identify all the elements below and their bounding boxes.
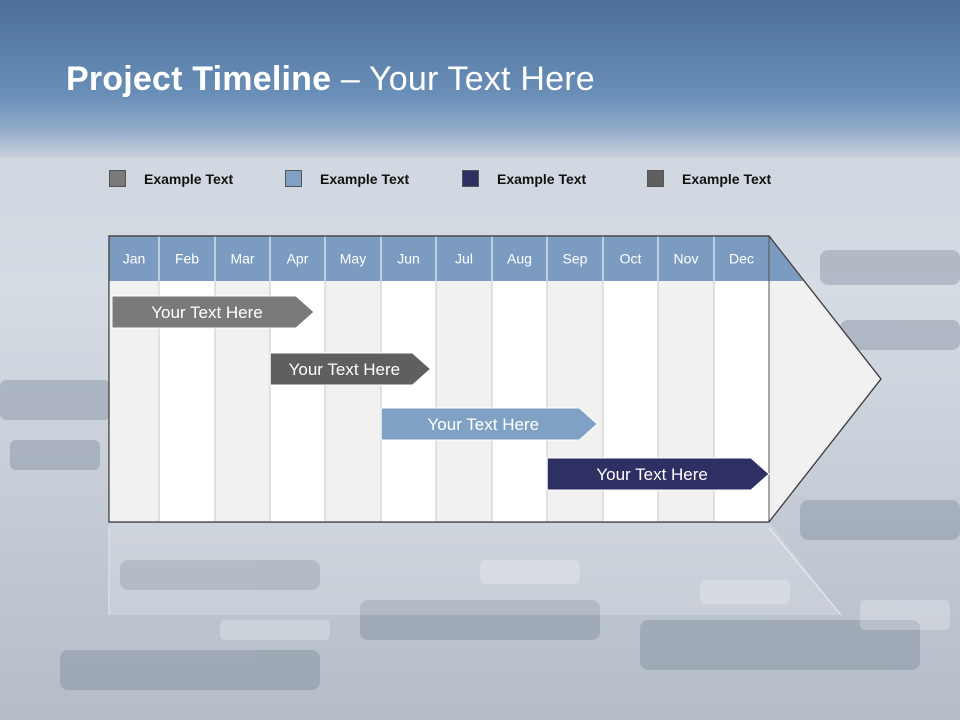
month-label-jan: Jan <box>123 251 146 267</box>
month-label-jun: Jun <box>397 251 420 267</box>
title-rest: – Your Text Here <box>331 60 595 98</box>
month-header <box>109 236 769 281</box>
legend-swatch-1 <box>109 170 126 187</box>
legend-swatch-3 <box>462 170 479 187</box>
legend-label-3: Example Text <box>497 170 587 187</box>
task-label-2: Your Text Here <box>289 360 401 379</box>
slide-title: Project Timeline – Your Text Here <box>66 60 595 99</box>
month-column <box>492 281 547 522</box>
month-label-apr: Apr <box>287 251 309 267</box>
reflection-edge <box>768 527 842 616</box>
month-label-nov: Nov <box>674 251 699 267</box>
month-label-mar: Mar <box>230 251 254 267</box>
legend-item-2: Example Text <box>285 170 409 187</box>
task-bar-3 <box>380 407 599 441</box>
timeline-outline <box>108 235 882 523</box>
month-label-oct: Oct <box>620 251 642 267</box>
task-bar-4 <box>546 457 770 491</box>
task-label-4: Your Text Here <box>596 465 708 484</box>
legend-swatch-2 <box>285 170 302 187</box>
task-label-1: Your Text Here <box>151 303 263 322</box>
month-label-feb: Feb <box>175 251 199 267</box>
month-label-dec: Dec <box>729 251 754 267</box>
month-column <box>325 281 381 522</box>
month-label-jul: Jul <box>455 251 473 267</box>
legend-item-4: Example Text <box>647 170 771 187</box>
month-label-aug: Aug <box>507 251 532 267</box>
month-column <box>436 281 492 522</box>
legend-item-1: Example Text <box>109 170 233 187</box>
legend: Example Text Example Text Example Text E… <box>0 170 960 194</box>
task-bar-1 <box>111 295 315 329</box>
month-column <box>381 281 436 522</box>
month-label-may: May <box>340 251 366 267</box>
legend-item-3: Example Text <box>462 170 586 187</box>
legend-label-1: Example Text <box>144 170 234 187</box>
timeline-reflection <box>109 522 841 615</box>
title-bold: Project Timeline <box>66 60 332 98</box>
legend-label-2: Example Text <box>320 170 410 187</box>
legend-swatch-4 <box>647 170 664 187</box>
legend-label-4: Example Text <box>682 170 772 187</box>
task-label-3: Your Text Here <box>428 415 540 434</box>
month-label-sep: Sep <box>563 251 588 267</box>
task-bar-2 <box>269 352 432 386</box>
